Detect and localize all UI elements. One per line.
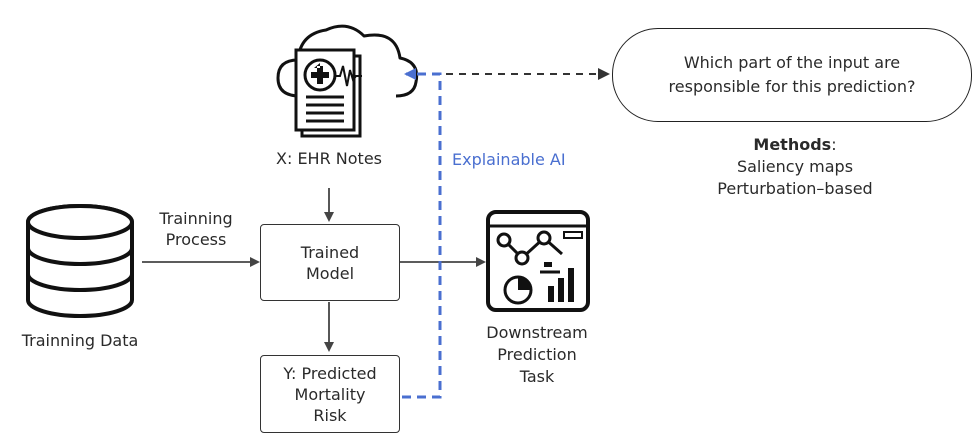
cloud-document-icon bbox=[276, 24, 419, 138]
predicted-risk-box: Y: Predicted Mortality Risk bbox=[260, 355, 400, 433]
training-data-label: Trainning Data bbox=[21, 331, 139, 350]
question-bubble: Which part of the input are responsible … bbox=[612, 28, 972, 122]
method-perturbation: Perturbation–based bbox=[717, 179, 873, 198]
methods-title: Methods bbox=[753, 135, 832, 154]
explainable-ai-label: Explainable AI bbox=[452, 150, 566, 169]
predicted-line3: Risk bbox=[313, 405, 347, 425]
question-line1: Which part of the input are bbox=[683, 53, 901, 72]
downstream-line2: Prediction bbox=[497, 345, 577, 364]
training-process-line1: Trainning bbox=[159, 209, 233, 228]
methods-colon: : bbox=[831, 135, 837, 154]
trained-model-line2: Model bbox=[305, 263, 355, 283]
explainable-ai-path bbox=[402, 68, 442, 399]
method-saliency-maps: Saliency maps bbox=[736, 157, 854, 176]
downstream-task-label: Downstream Prediction Task bbox=[472, 322, 602, 388]
question-line2: responsible for this prediction? bbox=[668, 77, 916, 96]
downstream-line3: Task bbox=[519, 367, 555, 386]
training-process-line2: Process bbox=[165, 230, 227, 249]
database-icon bbox=[26, 204, 134, 318]
methods-heading: Methods: bbox=[690, 134, 900, 156]
predicted-line2: Mortality bbox=[294, 384, 366, 404]
dashboard-chart-icon bbox=[486, 210, 590, 312]
trained-model-box: Trained Model bbox=[260, 224, 400, 301]
methods-block: Methods: Saliency maps Perturbation–base… bbox=[690, 134, 900, 200]
ehr-notes-label: X: EHR Notes bbox=[276, 149, 382, 168]
training-process-label: Trainning Process bbox=[150, 208, 242, 250]
downstream-line1: Downstream bbox=[486, 323, 588, 342]
trained-model-line1: Trained bbox=[300, 242, 360, 262]
predicted-line1: Y: Predicted bbox=[283, 363, 377, 383]
